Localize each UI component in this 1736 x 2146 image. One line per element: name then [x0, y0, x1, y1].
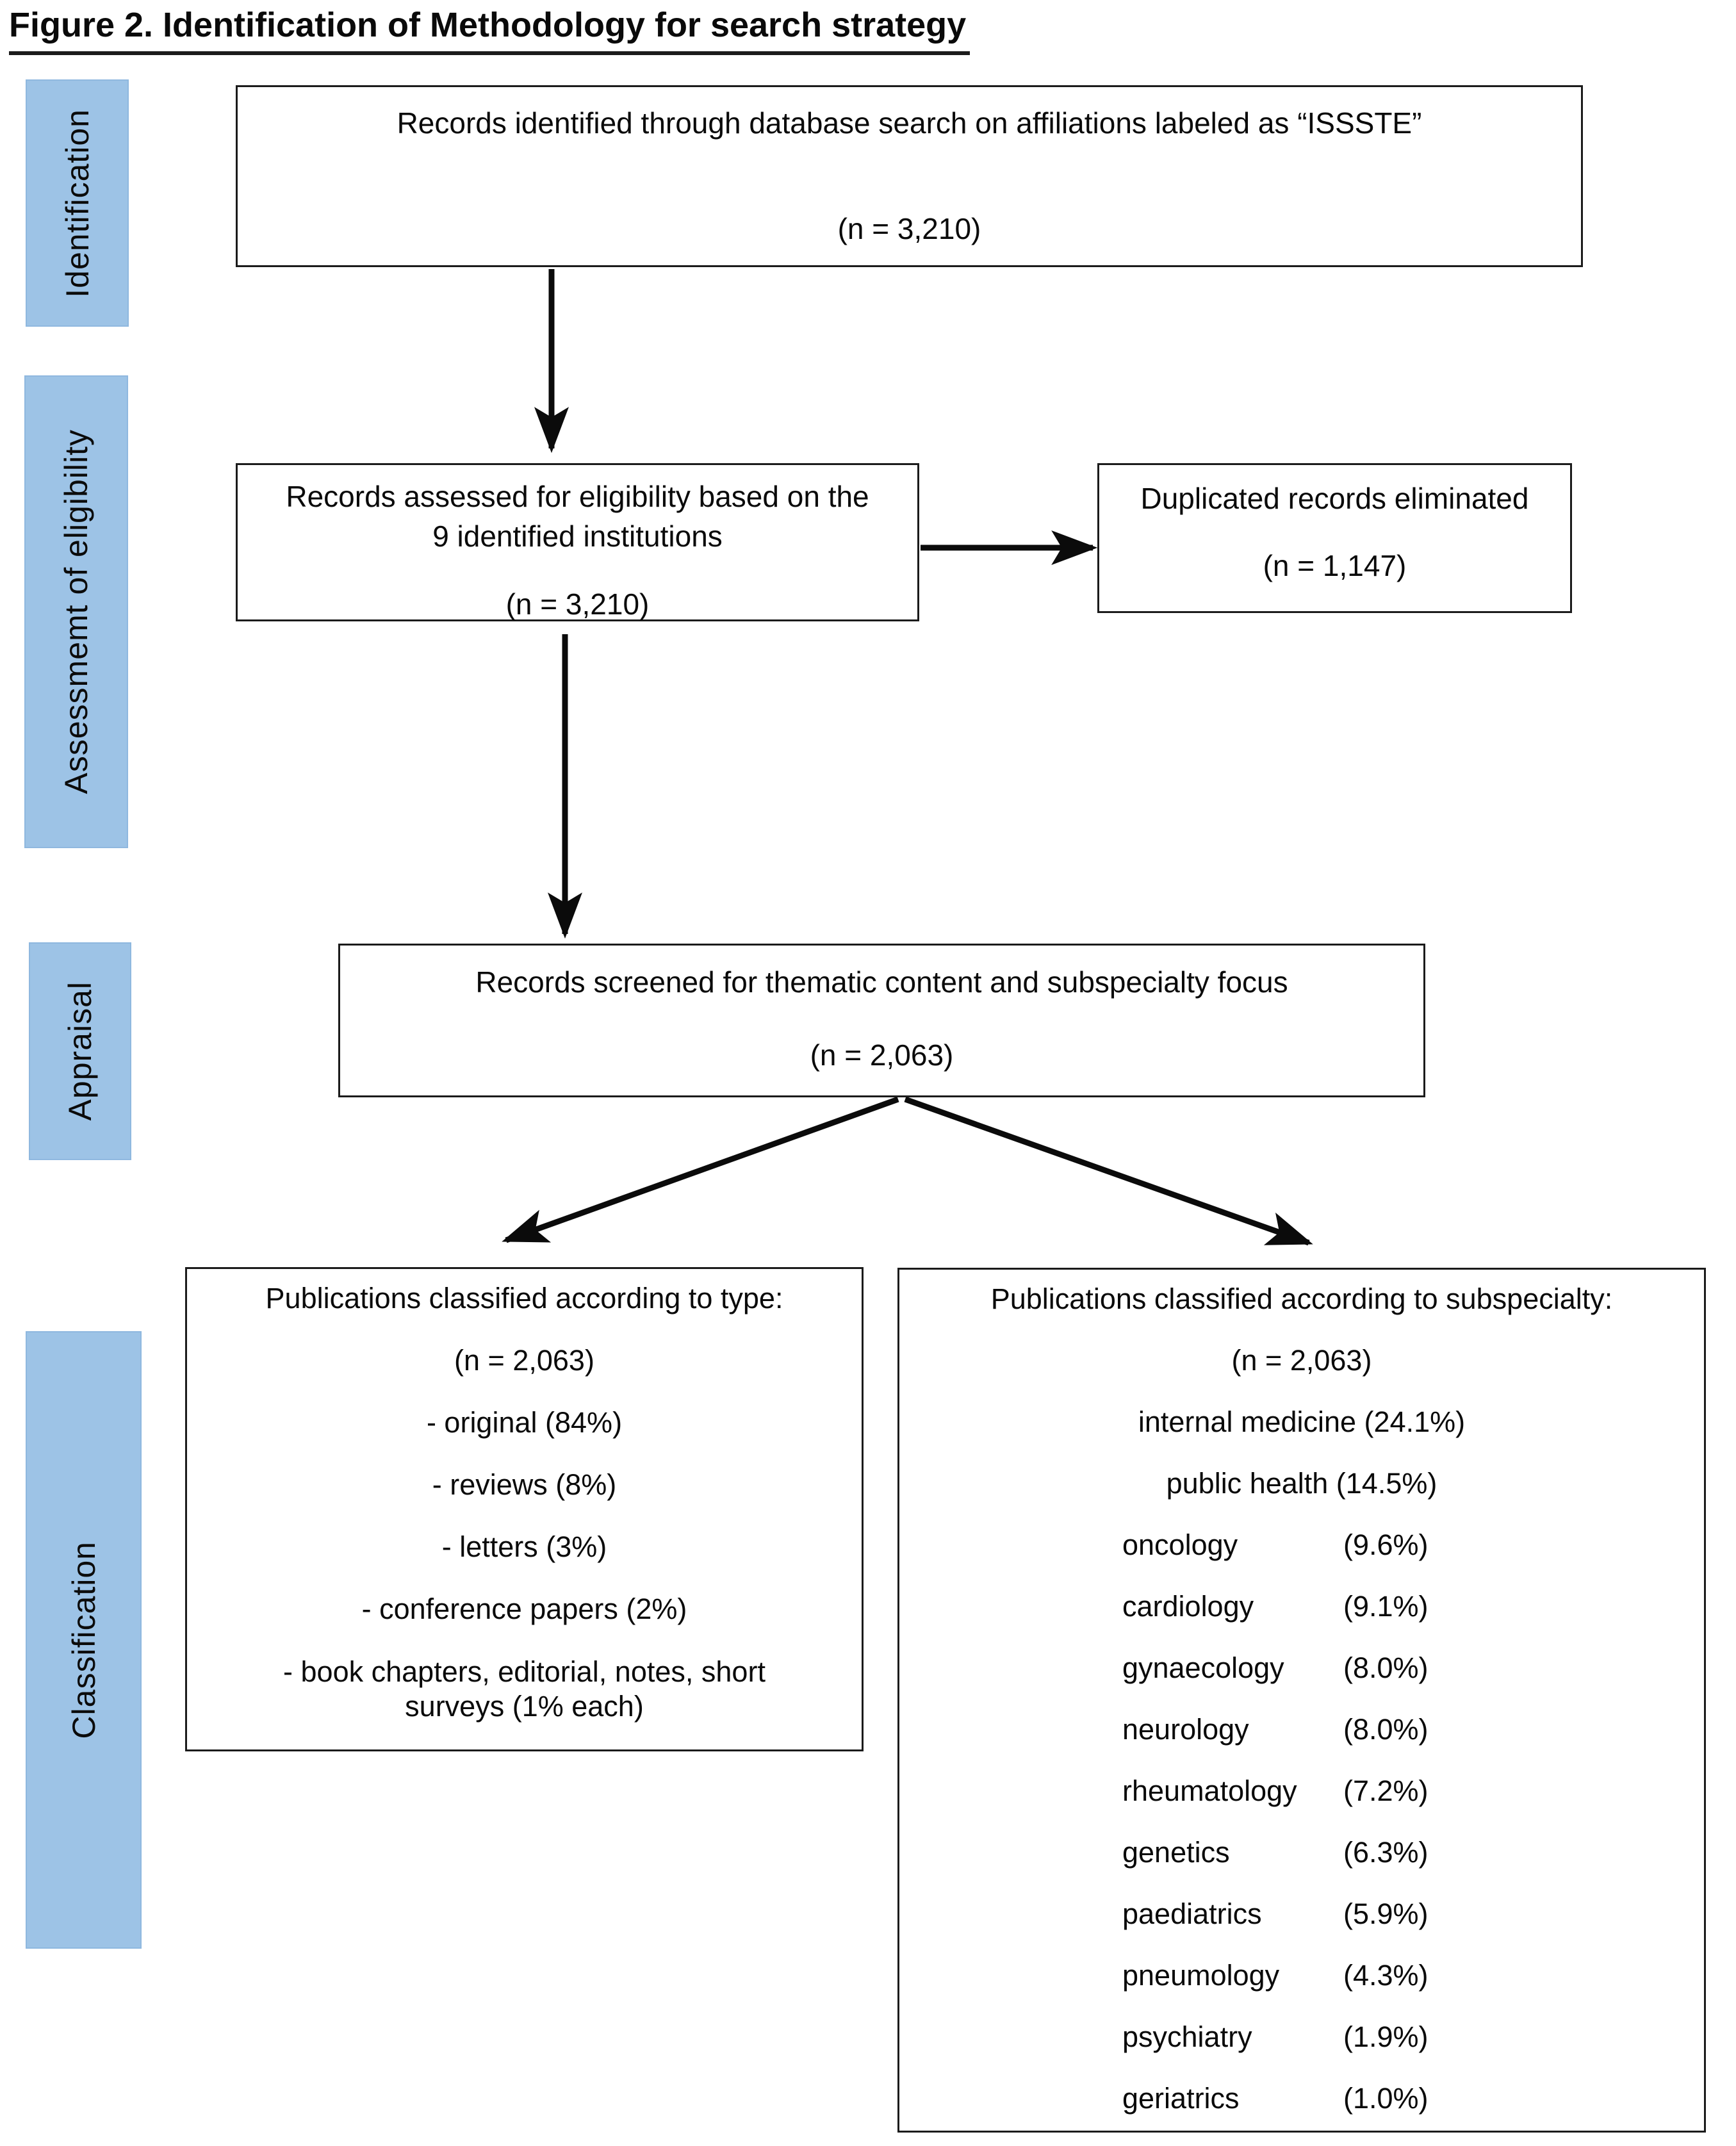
subspecialty-pct: (8.0%)	[1343, 1713, 1429, 1746]
assessed-records-count: (n = 3,210)	[505, 587, 650, 621]
subspecialty-classification-box: Publications classified according to sub…	[897, 1268, 1706, 2133]
duplicated-records-text: Duplicated records eliminated	[1140, 482, 1529, 515]
subspecialty-pct: (4.3%)	[1343, 1959, 1429, 1992]
assessed-records-box: Records assessed for eligibility based o…	[236, 463, 919, 621]
subspecialty-row-neurology: neurology (8.0%)	[1122, 1713, 1481, 1746]
subspecialty-row-psychiatry: psychiatry (1.9%)	[1122, 2020, 1481, 2054]
subspecialty-name: psychiatry	[1122, 2020, 1252, 2053]
identified-records-count: (n = 3,210)	[837, 212, 981, 245]
screened-records-box: Records screened for thematic content an…	[338, 944, 1425, 1097]
subspecialty-row-rheumatology: rheumatology (7.2%)	[1122, 1774, 1481, 1808]
subspecialty-row-pneumology: pneumology (4.3%)	[1122, 1959, 1481, 1992]
stage-assessment-of-eligibility-label: Assessmemt of eligibility	[58, 429, 94, 794]
assessed-records-text-line2: 9 identified institutions	[432, 520, 723, 553]
screened-records-text: Records screened for thematic content an…	[475, 965, 1288, 999]
subspecialty-name: gynaecology	[1122, 1651, 1284, 1684]
duplicated-records-box: Duplicated records eliminated (n = 1,147…	[1097, 463, 1572, 613]
type-classification-count: (n = 2,063)	[454, 1344, 594, 1377]
type-item-original: - original (84%)	[426, 1406, 623, 1439]
subspecialty-name: cardiology	[1122, 1590, 1254, 1623]
type-classification-title: Publications classified according to typ…	[265, 1282, 783, 1315]
stage-classification-label: Classification	[65, 1541, 102, 1739]
subspecialty-title: Publications classified according to sub…	[990, 1282, 1613, 1315]
identified-records-box: Records identified through database sear…	[236, 85, 1583, 267]
subspecialty-name: paediatrics	[1122, 1897, 1262, 1930]
subspecialty-row-paediatrics: paediatrics (5.9%)	[1122, 1897, 1481, 1931]
arrow-screened-to-type	[502, 1096, 899, 1243]
subspecialty-pct: (1.0%)	[1343, 2082, 1429, 2115]
subspecialty-count: (n = 2,063)	[1231, 1344, 1372, 1377]
stage-identification-label: Identification	[59, 108, 95, 298]
type-item-letters: - letters (3%)	[441, 1530, 607, 1563]
subspecialty-name: genetics	[1122, 1836, 1230, 1869]
arrow-screened-to-subspecialty	[904, 1096, 1313, 1246]
subspecialty-row-gynaecology: gynaecology (8.0%)	[1122, 1651, 1481, 1685]
subspecialty-row-oncology: oncology (9.6%)	[1122, 1528, 1481, 1562]
subspecialty-name: geriatrics	[1122, 2082, 1240, 2115]
stage-identification: Identification	[26, 79, 129, 327]
subspecialty-name: rheumatology	[1122, 1774, 1297, 1807]
subspecialty-pct: (9.1%)	[1343, 1590, 1429, 1623]
subspecialty-name: oncology	[1122, 1528, 1238, 1561]
subspecialty-pct: (7.2%)	[1343, 1774, 1429, 1807]
subspecialty-pct: (8.0%)	[1343, 1651, 1429, 1684]
figure-title: Figure 2. Identification of Methodology …	[9, 5, 970, 55]
subspecialty-row-geriatrics: geriatrics (1.0%)	[1122, 2082, 1481, 2115]
subspecialty-pct: (9.6%)	[1343, 1528, 1429, 1561]
subspecialty-row-cardiology: cardiology (9.1%)	[1122, 1590, 1481, 1623]
subspecialty-row-genetics: genetics (6.3%)	[1122, 1836, 1481, 1869]
subspecialty-internal-medicine: internal medicine (24.1%)	[1138, 1405, 1466, 1438]
duplicated-records-count: (n = 1,147)	[1263, 549, 1407, 582]
subspecialty-public-health: public health (14.5%)	[1166, 1467, 1437, 1500]
stage-classification: Classification	[26, 1331, 142, 1949]
subspecialty-pct: (1.9%)	[1343, 2020, 1429, 2053]
stage-assessment-of-eligibility: Assessmemt of eligibility	[24, 375, 128, 848]
type-item-conference-papers: - conference papers (2%)	[361, 1593, 687, 1625]
stage-appraisal-label: Appraisal	[62, 981, 98, 1121]
type-classification-box: Publications classified according to typ…	[185, 1267, 864, 1751]
stage-appraisal: Appraisal	[29, 942, 131, 1160]
assessed-records-text-line1: Records assessed for eligibility based o…	[286, 480, 869, 513]
type-item-book-chapters-line1: - book chapters, editorial, notes, short	[283, 1655, 766, 1688]
identified-records-text: Records identified through database sear…	[397, 106, 1422, 140]
type-item-reviews: - reviews (8%)	[432, 1468, 617, 1501]
screened-records-count: (n = 2,063)	[810, 1038, 954, 1072]
type-item-book-chapters-line2: surveys (1% each)	[405, 1690, 644, 1723]
subspecialty-name: pneumology	[1122, 1959, 1280, 1992]
subspecialty-pct: (5.9%)	[1343, 1897, 1429, 1930]
subspecialty-pct: (6.3%)	[1343, 1836, 1429, 1869]
subspecialty-name: neurology	[1122, 1713, 1249, 1746]
